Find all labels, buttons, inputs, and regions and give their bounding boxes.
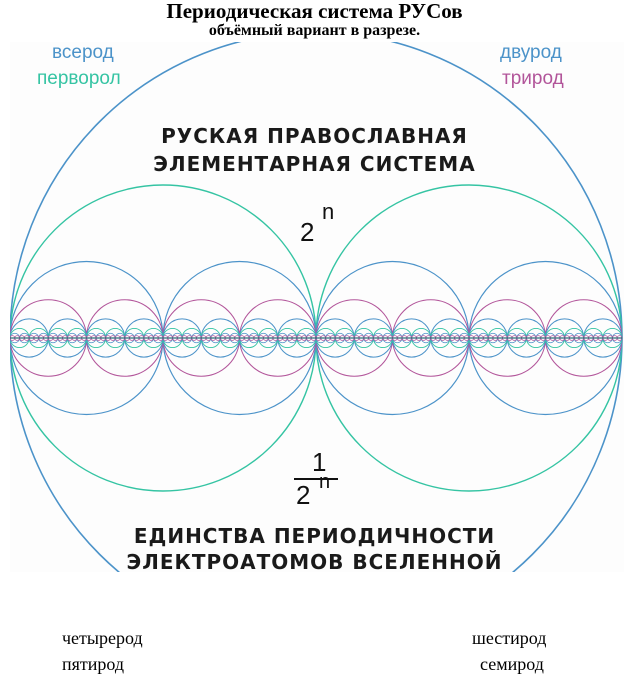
heading-top-line1: РУСКАЯ ПРАВОСЛАВНАЯ xyxy=(161,124,468,148)
footer-chetyrerod: четырерод xyxy=(62,628,143,648)
heading-bottom-line1: ЕДИНСТВА ПЕРИОДИЧНОСТИ xyxy=(133,524,496,548)
legend-vserod: всерод xyxy=(52,42,114,63)
legend-pervorod: перворол xyxy=(37,68,121,89)
footer-area xyxy=(0,572,629,681)
formula-bottom-numerator: 1 xyxy=(312,447,327,477)
fraction-bar xyxy=(294,478,338,480)
heading-top-line2: ЭЛЕМЕНТАРНАЯ СИСТЕМА xyxy=(153,152,476,176)
formula-top-exponent: n xyxy=(322,199,335,224)
formula-bottom-denominator-exponent: n xyxy=(319,471,331,493)
legend-trirod: трирод xyxy=(502,68,564,89)
formula-bottom-denominator: 2 xyxy=(296,480,311,510)
formula-top-base: 2 xyxy=(300,217,315,247)
footer-semirod: семирод xyxy=(480,654,544,674)
page-subtitle: объёмный вариант в разрезе. xyxy=(208,22,421,39)
heading-bottom-line2: ЭЛЕКТРОАТОМОВ ВСЕЛЕННОЙ xyxy=(126,550,503,574)
page-title: Периодическая система РУСов xyxy=(166,0,463,23)
footer-pyatirod: пятирод xyxy=(62,654,125,674)
legend-dvurod: двурод xyxy=(500,42,562,63)
diagram-panel xyxy=(10,42,624,572)
footer-shestirod: шестирод xyxy=(472,628,547,648)
